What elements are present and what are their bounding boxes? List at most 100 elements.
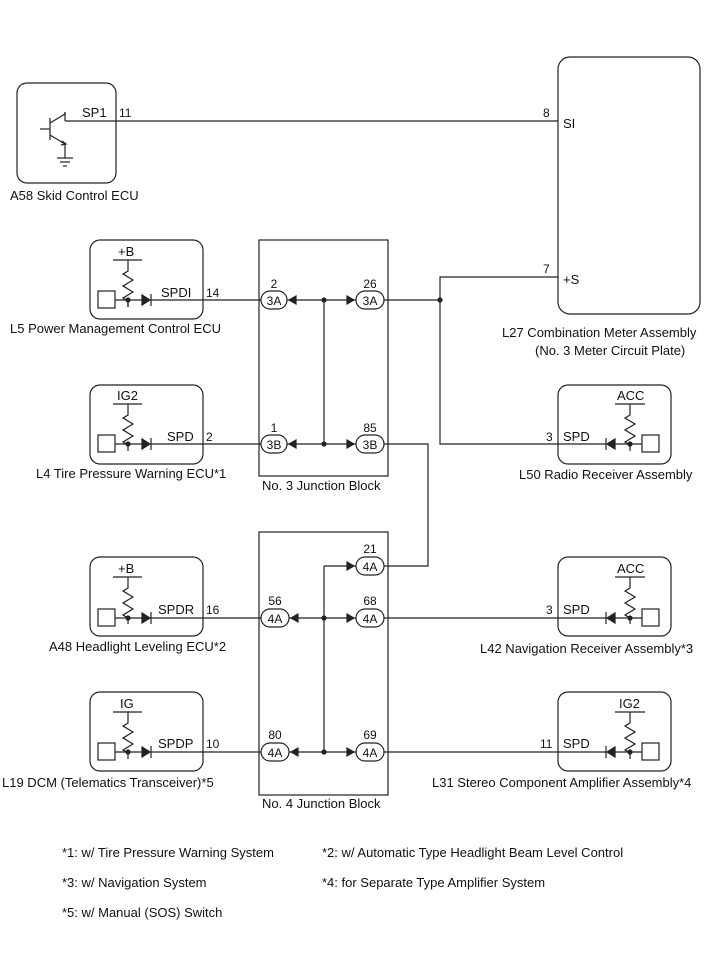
l19-name: L19 DCM (Telematics Transceiver)*5 <box>2 775 214 790</box>
a48-signal: SPDR <box>158 602 194 617</box>
l27-name-line1: L27 Combination Meter Assembly <box>502 325 697 340</box>
l5-ic-icon <box>97 290 116 309</box>
jb3-connector-label: 3A <box>267 294 282 308</box>
a58-pin: 11 <box>119 106 132 120</box>
l5-supply: +B <box>118 244 134 259</box>
footnotes: *1: w/ Tire Pressure Warning System *2: … <box>62 845 623 920</box>
ground-icon <box>57 157 73 167</box>
l42-pin: 3 <box>546 603 553 617</box>
l27-name-line2: (No. 3 Meter Circuit Plate) <box>535 343 685 358</box>
component-l5: +B SPDI 14 L5 Power Management Control E… <box>10 239 261 336</box>
l4-pin: 2 <box>206 430 213 444</box>
diode-icon <box>605 745 616 759</box>
footnote: *3: w/ Navigation System <box>62 875 207 890</box>
component-l31: IG2 11 SPD L31 Stereo Component Amplifie… <box>432 691 691 790</box>
jb4-connector-label: 4A <box>268 612 283 626</box>
a48-name: A48 Headlight Leveling ECU*2 <box>49 639 226 654</box>
l50-pin: 3 <box>546 430 553 444</box>
diode-icon <box>605 611 616 625</box>
jb3-pin: 26 <box>363 277 377 291</box>
l31-name: L31 Stereo Component Amplifier Assembly*… <box>432 775 691 790</box>
a58-name: A58 Skid Control ECU <box>10 188 139 203</box>
component-l27: 8 SI 7 +S L27 Combination Meter Assembly… <box>502 56 701 358</box>
jb3-pin: 1 <box>271 421 278 435</box>
component-a58: SP1 11 A58 Skid Control ECU <box>10 82 139 203</box>
l5-name: L5 Power Management Control ECU <box>10 321 221 336</box>
l19-signal: SPDP <box>158 736 193 751</box>
footnote: *4: for Separate Type Amplifier System <box>322 875 545 890</box>
l50-ic-icon <box>641 434 660 453</box>
a48-ic-icon <box>97 608 116 627</box>
l5-pin: 14 <box>206 286 220 300</box>
jb3-pin: 85 <box>363 421 377 435</box>
diode-icon <box>141 745 152 759</box>
diode-icon <box>605 437 616 451</box>
jb3-box <box>258 239 389 477</box>
jb3-pin: 2 <box>271 277 278 291</box>
l27-signal-s: +S <box>563 272 580 287</box>
l50-signal: SPD <box>563 429 590 444</box>
l27-pin-si: 8 <box>543 106 550 120</box>
l19-supply: IG <box>120 696 134 711</box>
jb4-pin: 68 <box>363 594 377 608</box>
component-l50: ACC 3 SPD L50 Radio Receiver Assembly <box>519 384 693 482</box>
jb3-connector-label: 3A <box>363 294 378 308</box>
l19-ic-icon <box>97 742 116 761</box>
l4-supply: IG2 <box>117 388 138 403</box>
jb4-name: No. 4 Junction Block <box>262 796 381 811</box>
component-l42: ACC 3 SPD L42 Navigation Receiver Assemb… <box>480 556 693 656</box>
l5-signal: SPDI <box>161 285 191 300</box>
l19-box <box>89 691 204 772</box>
l42-ic-icon <box>641 608 660 627</box>
l4-name: L4 Tire Pressure Warning ECU*1 <box>36 466 226 481</box>
l31-ic-icon <box>641 742 660 761</box>
component-a48: +B SPDR 16 A48 Headlight Leveling ECU*2 <box>49 556 261 654</box>
footnote: *5: w/ Manual (SOS) Switch <box>62 905 222 920</box>
footnote: *2: w/ Automatic Type Headlight Beam Lev… <box>322 845 623 860</box>
component-l4: IG2 SPD 2 L4 Tire Pressure Warning ECU*1 <box>36 384 261 481</box>
l31-box <box>557 691 672 772</box>
jb3-name: No. 3 Junction Block <box>262 478 381 493</box>
jb4-pin: 21 <box>363 542 377 556</box>
l27-signal-si: SI <box>563 116 575 131</box>
l19-pin: 10 <box>206 737 220 751</box>
l50-box <box>557 384 672 465</box>
l50-supply: ACC <box>617 388 644 403</box>
l31-signal: SPD <box>563 736 590 751</box>
l27-pin-s: 7 <box>543 262 550 276</box>
transistor-icon <box>40 112 68 158</box>
diode-icon <box>141 293 152 307</box>
jb4-connector-label: 4A <box>363 560 378 574</box>
l42-signal: SPD <box>563 602 590 617</box>
l42-box <box>557 556 672 637</box>
l31-pin: 11 <box>540 737 553 751</box>
junction-block-4: 4A 21 4A 56 4A 68 4A 80 4A 69 No. 4 Junc… <box>258 531 389 811</box>
a48-box <box>89 556 204 637</box>
a58-box <box>16 82 117 184</box>
l42-supply: ACC <box>617 561 644 576</box>
footnote: *1: w/ Tire Pressure Warning System <box>62 845 274 860</box>
a48-pin: 16 <box>206 603 220 617</box>
jb3-connector-label: 3B <box>363 438 378 452</box>
jb4-connector-label: 4A <box>268 746 283 760</box>
jb4-box <box>258 531 389 796</box>
jb3-connector-label: 3B <box>267 438 282 452</box>
l4-ic-icon <box>97 434 116 453</box>
a58-signal-label: SP1 <box>82 105 107 120</box>
jb4-connector-label: 4A <box>363 612 378 626</box>
junction-block-3: 3A 2 3A 26 3B 1 3B 85 No. 3 Junction Blo… <box>258 239 389 493</box>
l50-name: L50 Radio Receiver Assembly <box>519 467 693 482</box>
a48-supply: +B <box>118 561 134 576</box>
diode-icon <box>141 611 152 625</box>
jb4-connector-label: 4A <box>363 746 378 760</box>
component-l19: IG SPDP 10 L19 DCM (Telematics Transceiv… <box>2 691 261 790</box>
l5-box <box>89 239 204 320</box>
l4-signal: SPD <box>167 429 194 444</box>
jb4-pin: 80 <box>268 728 282 742</box>
diode-icon <box>141 437 152 451</box>
l27-box <box>557 56 701 315</box>
jb4-pin: 56 <box>268 594 282 608</box>
jb4-pin: 69 <box>363 728 377 742</box>
